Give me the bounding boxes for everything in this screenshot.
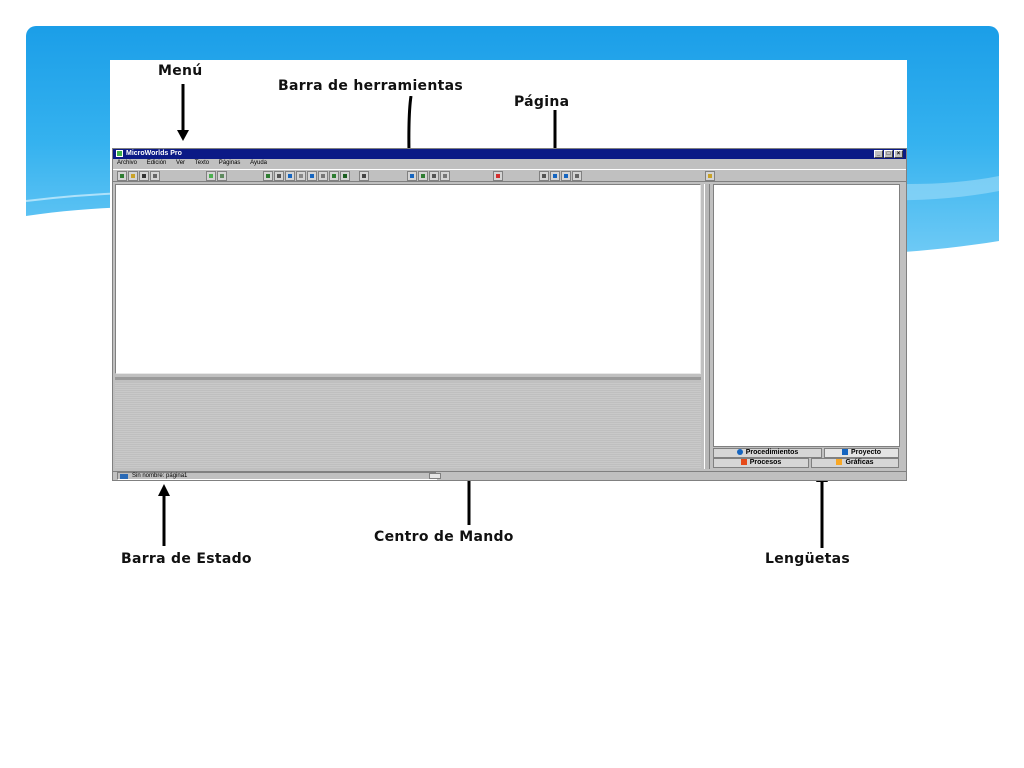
menu-item-paginas[interactable]: Páginas — [218, 160, 241, 166]
menu-item-archivo[interactable]: Archivo — [117, 160, 138, 166]
graphics-icon[interactable] — [340, 171, 350, 181]
window-controls: _ □ × — [874, 150, 903, 158]
open-folder-icon[interactable] — [128, 171, 138, 181]
arrow-up-icon — [816, 470, 828, 548]
stamp-icon[interactable] — [418, 171, 428, 181]
menu-item-texto[interactable]: Texto — [194, 160, 210, 166]
close-button[interactable]: × — [894, 150, 903, 158]
tab-processes[interactable]: Procesos — [713, 458, 809, 468]
side-panel — [713, 184, 900, 447]
eye-icon[interactable] — [407, 171, 417, 181]
new-page-icon[interactable] — [206, 171, 216, 181]
project-status-icon — [120, 474, 128, 479]
video-icon[interactable] — [329, 171, 339, 181]
turtle-icon[interactable] — [263, 171, 273, 181]
label-tabs: Lengüetas — [765, 551, 851, 567]
procedures-icon — [736, 449, 743, 456]
tab-procedures[interactable]: Procedimientos — [713, 448, 822, 458]
status-text: Sin nombre: página1 — [132, 473, 188, 479]
copy-icon[interactable] — [550, 171, 560, 181]
zoom-icon[interactable] — [440, 171, 450, 181]
label-menu: Menú — [158, 63, 203, 79]
paste-icon[interactable] — [561, 171, 571, 181]
page-view-icon[interactable] — [217, 171, 227, 181]
tab-processes-label: Procesos — [749, 459, 782, 466]
tab-project-label: Proyecto — [851, 449, 881, 456]
label-toolbar: Barra de herramientas — [278, 78, 463, 94]
undo-icon[interactable] — [572, 171, 582, 181]
app-window: MicroWorlds Pro _ □ × Archivo Edición Ve… — [112, 148, 907, 481]
page-area[interactable] — [115, 184, 701, 374]
cut-icon[interactable] — [539, 171, 549, 181]
toolbar — [113, 169, 906, 182]
command-center[interactable] — [115, 382, 701, 469]
splitter-handle[interactable] — [115, 377, 701, 380]
help-icon[interactable] — [705, 171, 715, 181]
scissors-icon[interactable] — [429, 171, 439, 181]
print-icon[interactable] — [150, 171, 160, 181]
button-tool-icon[interactable] — [274, 171, 284, 181]
stop-icon[interactable] — [493, 171, 503, 181]
pointer-icon[interactable] — [359, 171, 369, 181]
processes-icon — [740, 459, 747, 466]
menu-item-ver[interactable]: Ver — [176, 160, 186, 166]
text-box-icon[interactable] — [285, 171, 295, 181]
slider-tool-icon[interactable] — [296, 171, 306, 181]
minimize-button[interactable]: _ — [874, 150, 883, 158]
new-file-icon[interactable] — [117, 171, 127, 181]
tab-graphics[interactable]: Gráficas — [811, 458, 899, 468]
status-indicator — [429, 473, 441, 479]
maximize-button[interactable]: □ — [884, 150, 893, 158]
project-icon — [842, 449, 849, 456]
arrow-up-icon — [158, 484, 170, 546]
status-bar: Sin nombre: página1 — [113, 471, 906, 480]
graphics-tab-icon — [836, 459, 843, 466]
tab-procedures-label: Procedimientos — [745, 449, 799, 456]
menu-bar: Archivo Edición Ver Texto Páginas Ayuda — [113, 159, 906, 168]
app-icon — [116, 150, 123, 157]
arrow-down-icon — [177, 84, 189, 141]
music-icon[interactable] — [307, 171, 317, 181]
save-icon[interactable] — [139, 171, 149, 181]
label-command-center: Centro de Mando — [374, 529, 514, 545]
label-page: Página — [514, 94, 570, 110]
tab-project[interactable]: Proyecto — [824, 448, 899, 458]
sound-icon[interactable] — [318, 171, 328, 181]
window-title: MicroWorlds Pro — [126, 150, 182, 157]
vertical-divider[interactable] — [704, 184, 710, 469]
tab-graphics-label: Gráficas — [845, 459, 874, 466]
status-field: Sin nombre: página1 — [117, 472, 437, 480]
menu-item-edicion[interactable]: Edición — [146, 160, 167, 166]
title-bar: MicroWorlds Pro _ □ × — [113, 149, 906, 159]
menu-item-ayuda[interactable]: Ayuda — [250, 160, 268, 166]
label-status-bar: Barra de Estado — [121, 551, 252, 567]
